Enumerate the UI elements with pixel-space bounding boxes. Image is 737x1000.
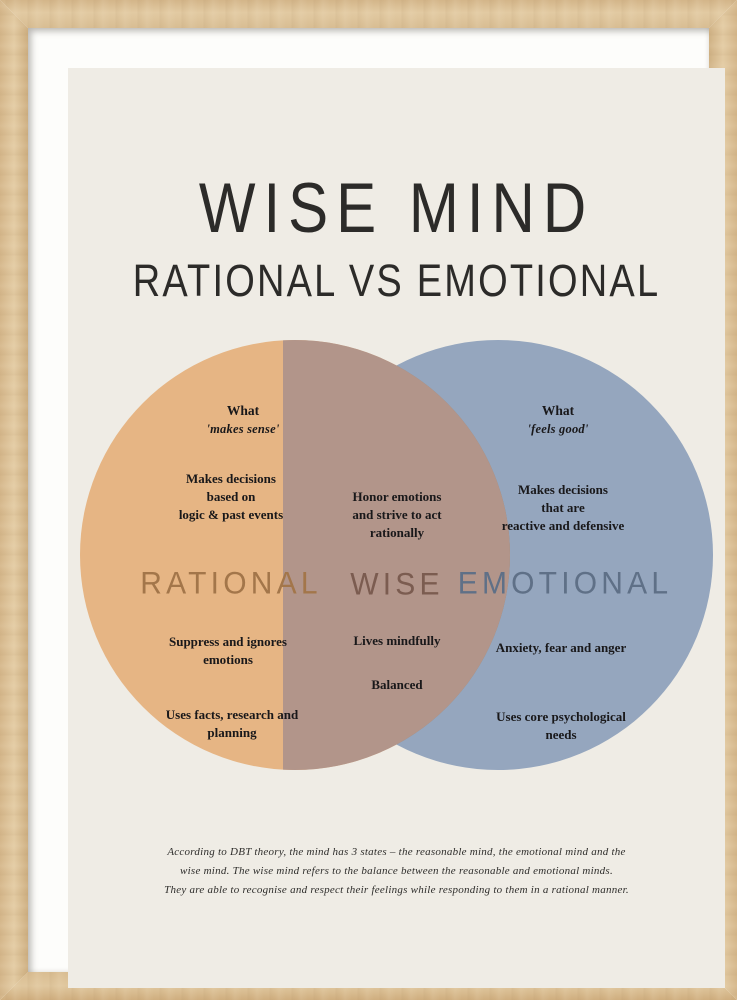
rational-point-1-line-1: Makes decisions — [186, 471, 276, 486]
wise-point-3: Balanced — [371, 677, 423, 692]
emotional-point-1-line-2: that are — [541, 499, 585, 515]
rational-point-1-line-2: based on — [206, 488, 256, 504]
emotional-point-1-line-1: Makes decisions — [518, 482, 608, 497]
emotional-point-2: Anxiety, fear and anger — [495, 640, 627, 655]
poster-artwork: WISE MIND RATIONAL VS EMOTIONAL What 'ma… — [68, 68, 725, 988]
rational-point-1-line-3: logic & past events — [178, 506, 284, 522]
emotional-what-text: What 'feels good' — [443, 402, 673, 438]
title-block: WISE MIND RATIONAL VS EMOTIONAL — [68, 168, 725, 304]
wise-point-1-line-1: Honor emotions — [352, 489, 442, 504]
page-title: WISE MIND — [198, 168, 595, 248]
rational-point-3-line-2: planning — [207, 724, 257, 740]
footer-line-2: wise mind. The wise mind refers to the b… — [180, 864, 613, 877]
wood-grain-texture — [0, 0, 737, 28]
emotional-what-quote: 'feels good' — [527, 421, 589, 436]
rational-point-2: Suppress and ignores emotions — [108, 633, 348, 669]
rational-point-3: Uses facts, research and planning — [112, 706, 352, 742]
wise-point-1-line-3: rationally — [369, 524, 425, 540]
emotional-point-1-line-3: reactive and defensive — [501, 517, 625, 533]
emotional-point-3-line-1: Uses core psychological — [496, 709, 626, 724]
emotional-point-1: Makes decisions that are reactive and de… — [443, 481, 683, 535]
rational-what-lead: What — [226, 403, 260, 418]
frame-top-rail — [0, 0, 737, 28]
emotional-point-3: Uses core psychological needs — [440, 708, 682, 744]
emotional-point-3-line-2: needs — [545, 726, 577, 742]
wise-point-1-line-2: and strive to act — [352, 506, 442, 522]
page-subtitle: RATIONAL VS EMOTIONAL — [132, 256, 661, 307]
footer-line-3: They are able to recognise and respect t… — [164, 883, 629, 896]
venn-label-wise: WISE — [350, 566, 444, 602]
rational-point-3-line-1: Uses facts, research and — [165, 707, 299, 722]
venn-label-emotional: EMOTIONAL — [457, 565, 673, 601]
wise-point-1: Honor emotions and strive to act rationa… — [321, 488, 473, 542]
emotional-what-lead: What — [541, 403, 575, 418]
wise-point-2: Lives mindfully — [353, 633, 441, 648]
footer-description: According to DBT theory, the mind has 3 … — [128, 843, 665, 900]
footer-line-1: According to DBT theory, the mind has 3 … — [167, 846, 626, 858]
venn-diagram: What 'makes sense' Makes decisions based… — [68, 340, 725, 772]
mat-board: WISE MIND RATIONAL VS EMOTIONAL What 'ma… — [28, 28, 725, 988]
rational-what-quote: 'makes sense' — [206, 421, 280, 436]
rational-point-2-line-1: Suppress and ignores — [168, 634, 287, 649]
frame-left-rail — [0, 0, 28, 1000]
rational-what-text: What 'makes sense' — [128, 402, 358, 438]
rational-point-2-line-2: emotions — [203, 651, 253, 667]
rational-point-1: Makes decisions based on logic & past ev… — [116, 470, 346, 524]
wood-grain-texture — [0, 0, 28, 1000]
venn-label-rational: RATIONAL — [140, 565, 322, 601]
